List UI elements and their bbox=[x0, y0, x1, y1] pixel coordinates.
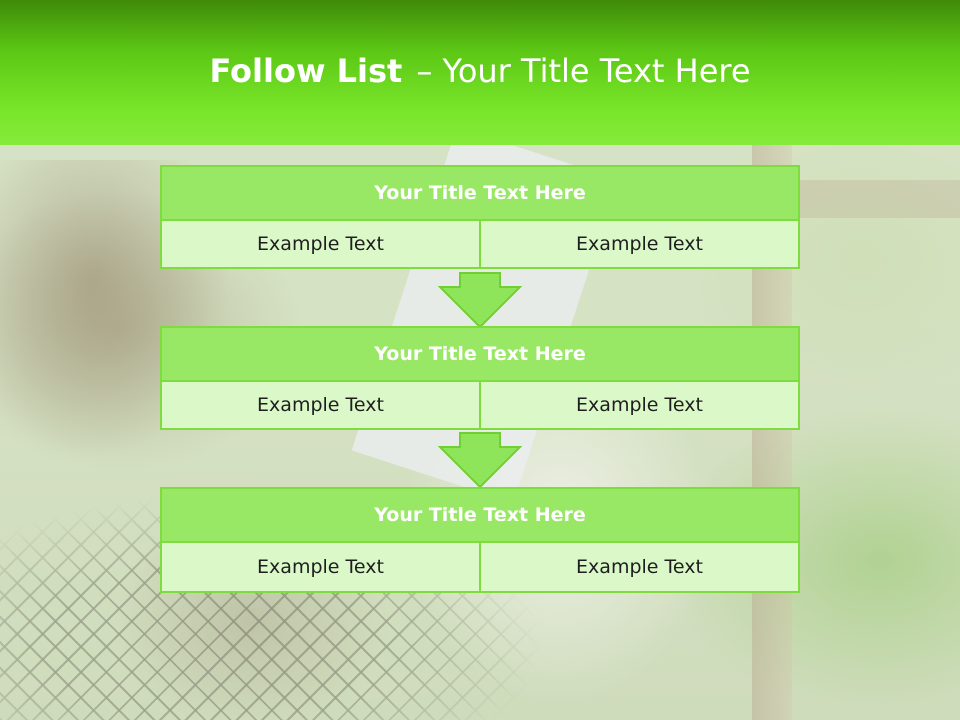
block-cell-right: Example Text bbox=[480, 382, 800, 430]
header-band: Follow List – Your Title Text Here bbox=[0, 0, 960, 145]
slide-title-bold: Follow List bbox=[209, 52, 403, 90]
list-block-1: Your Title Text Here Example Text Exampl… bbox=[160, 165, 800, 269]
list-block-3: Your Title Text Here Example Text Exampl… bbox=[160, 487, 800, 593]
block-cell-right: Example Text bbox=[480, 221, 800, 269]
down-arrow-icon bbox=[438, 432, 522, 489]
block-title: Your Title Text Here bbox=[160, 487, 800, 543]
block-cell-right: Example Text bbox=[480, 543, 800, 593]
block-cell-left: Example Text bbox=[160, 382, 480, 430]
block-cell-left: Example Text bbox=[160, 221, 480, 269]
down-arrow-icon bbox=[438, 272, 522, 329]
list-block-2: Your Title Text Here Example Text Exampl… bbox=[160, 326, 800, 430]
slide-title: Follow List – Your Title Text Here bbox=[0, 52, 960, 90]
block-row: Example Text Example Text bbox=[160, 543, 800, 593]
block-row: Example Text Example Text bbox=[160, 221, 800, 269]
block-cell-left: Example Text bbox=[160, 543, 480, 593]
block-title: Your Title Text Here bbox=[160, 165, 800, 221]
block-row: Example Text Example Text bbox=[160, 382, 800, 430]
block-title: Your Title Text Here bbox=[160, 326, 800, 382]
slide-title-rest: – Your Title Text Here bbox=[416, 52, 751, 90]
